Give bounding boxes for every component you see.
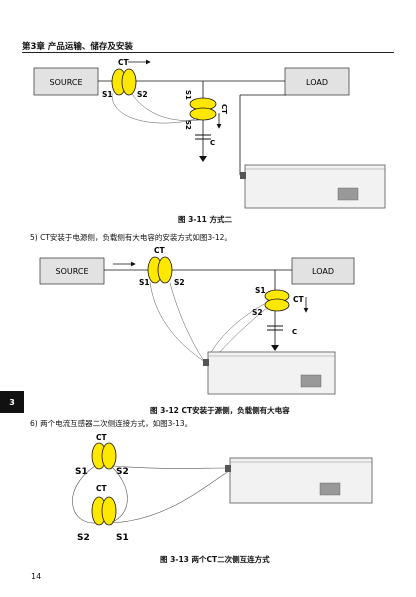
load-label: LOAD: [312, 267, 334, 276]
figure-3-12-caption: 图 3-12 CT安装于源侧，负载侧有大电容: [150, 406, 290, 415]
figure-3-12: SOURCE LOAD CT S1 S2 S1 S2 CT C: [39, 246, 355, 395]
device-body: [244, 164, 386, 209]
source-box: [39, 257, 105, 285]
ct-bottom-coil-right: [101, 496, 117, 526]
source-label: SOURCE: [49, 78, 82, 87]
device-vent: [319, 482, 341, 496]
ct2-s1-label: S1: [255, 286, 266, 295]
ct-bottom-s2-label: S2: [77, 533, 90, 543]
device-vent: [337, 187, 359, 201]
secondary-wire-2: [169, 282, 207, 365]
s2-label: S2: [174, 278, 185, 287]
ct-bottom-label: CT: [96, 484, 108, 493]
load-box: [284, 67, 350, 96]
s1-label: S1: [102, 90, 113, 99]
ct-coil-right: [157, 256, 173, 284]
figure-3-11: SOURCE LOAD CT S1 S2 S1 S2 CT C: [33, 58, 386, 209]
ct2-s2-label: S2: [252, 308, 263, 317]
device-vent: [300, 374, 322, 388]
secondary-wire-1: [111, 465, 229, 469]
cap-label: C: [210, 139, 215, 147]
interconnect-wire-2: [111, 466, 128, 523]
s2-label: S2: [137, 90, 148, 99]
page-number: 14: [31, 572, 42, 581]
figure-3-13: CT S1 S2 CT S2 S1: [72, 433, 373, 543]
device-terminal: [225, 465, 231, 472]
load-label: LOAD: [306, 78, 328, 87]
device-body: [207, 351, 336, 395]
figure-3-11-caption: 图 3-11 方式二: [178, 215, 232, 224]
chapter-header: 第3章 产品运输、储存及安装: [22, 42, 133, 52]
interconnect-wire-1: [72, 465, 97, 524]
s1-label: S1: [139, 278, 150, 287]
ct-top-s1-label: S1: [75, 467, 88, 477]
source-box: [33, 67, 99, 96]
ct2-s1-label: S1: [184, 90, 192, 100]
ground-arrow: [271, 345, 279, 351]
chapter-side-tab: 3: [0, 391, 24, 413]
paragraph-5: 5) CT安装于电源侧，负载侧有大电容的安装方式如图3-12。: [30, 233, 232, 242]
ct-top-s2-label: S2: [116, 467, 129, 477]
device-body: [229, 457, 373, 504]
ct2-s2-label: S2: [184, 120, 192, 130]
cap-label: C: [292, 328, 297, 336]
secondary-wire-1: [149, 281, 206, 363]
ct2-label: CT: [293, 295, 305, 304]
secondary-wire-2: [131, 93, 200, 121]
load-box: [291, 257, 355, 285]
ct-coil-right: [121, 68, 137, 96]
figure-3-13-caption: 图 3-13 两个CT二次侧互连方式: [160, 555, 270, 564]
ct2-coil-bottom: [189, 107, 217, 121]
device-terminal: [240, 172, 246, 179]
header-rule: [22, 52, 394, 53]
paragraph-6: 6) 两个电流互感器二次侧连接方式，如图3-13。: [30, 419, 193, 428]
ct-label: CT: [154, 246, 166, 255]
ct-top-coil-right: [101, 442, 117, 470]
device-terminal: [203, 359, 209, 366]
ct-top-label: CT: [96, 433, 108, 442]
secondary-wire-2: [111, 470, 230, 524]
ct-bottom-s1-label: S1: [116, 533, 129, 543]
ground-arrow: [199, 156, 207, 162]
ct-label: CT: [118, 58, 130, 67]
ct2-label: CT: [220, 104, 228, 114]
ct2-coil-bottom: [264, 298, 290, 312]
source-label: SOURCE: [55, 267, 88, 276]
